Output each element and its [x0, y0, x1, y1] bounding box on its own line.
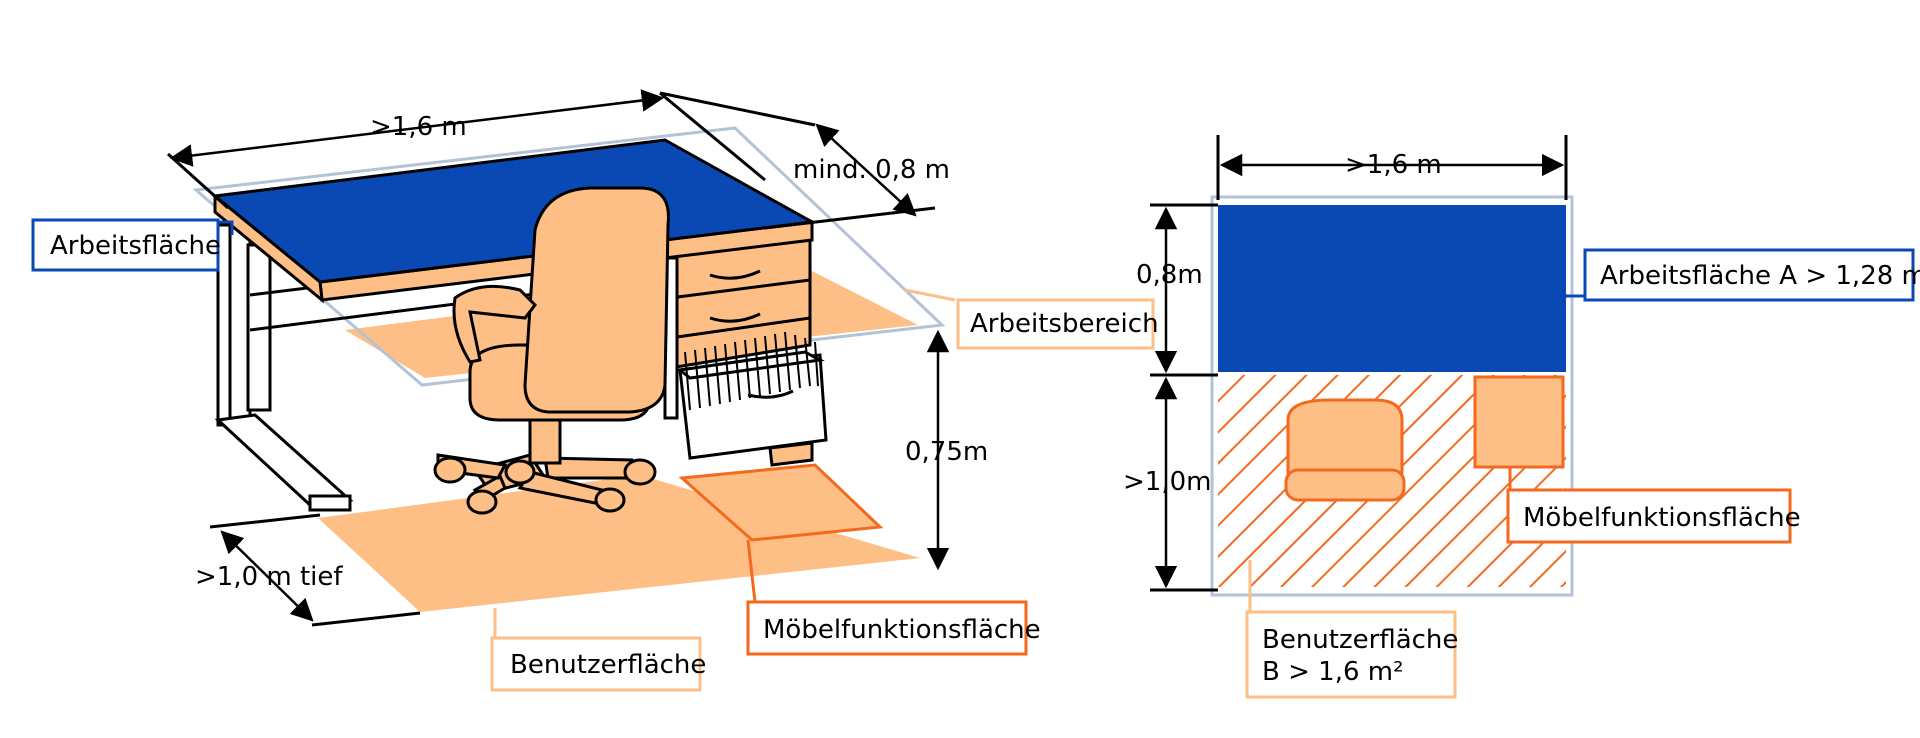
dim-width-label: >1,6 m [370, 112, 467, 142]
furniture-area-floor [678, 463, 884, 542]
plan-dim-width-label: >1,6 m [1345, 150, 1442, 180]
leader-work-surface [218, 220, 234, 235]
plan-label-user-area-1: Benutzerfläche [1262, 625, 1458, 655]
plan-desk [1218, 205, 1566, 372]
plan-label-box-work-surface [1583, 248, 1915, 302]
label-work-area: Arbeitsbereich [970, 309, 1159, 339]
leader-user-area [493, 608, 500, 642]
dim-width-line [169, 89, 665, 167]
plan-outline [1210, 195, 1574, 597]
leader-work-area [904, 288, 956, 302]
drawer-pedestal [663, 236, 828, 467]
dim-user-depth-label: >1,0 m tief [195, 562, 343, 592]
dim-height-label: 0,75m [905, 437, 988, 467]
leader-furniture-area [746, 539, 757, 603]
label-user-area: Benutzerfläche [510, 650, 706, 680]
plan-label-user-area-2: B > 1,6 m² [1262, 657, 1404, 687]
desk-frame [214, 223, 741, 512]
dim-depth-extension-top [659, 91, 816, 127]
plan-label-work-surface: Arbeitsfläche A > 1,28 m² [1600, 261, 1920, 291]
plan-chair [1284, 398, 1406, 502]
plan-dim-desk-label: 0,8m [1136, 260, 1203, 290]
user-area-floor [318, 475, 920, 612]
dim-width-extension-right [659, 91, 766, 182]
plan-label-box-user-area [1245, 610, 1457, 699]
label-box-work-surface [31, 218, 220, 272]
dim-depth-line [815, 123, 917, 217]
plan-label-box-furniture [1506, 488, 1792, 544]
right-view: >1,6 m 0,8m >1,0m Arbeitsfläche A > 1,28… [1123, 135, 1920, 699]
plan-label-furniture: Möbelfunktionsfläche [1523, 503, 1801, 533]
label-work-surface: Arbeitsfläche [50, 231, 221, 261]
plan-furniture-area [1473, 375, 1565, 469]
plan-dim-user-label: >1,0m [1123, 467, 1211, 497]
dim-width-extension-left [166, 152, 230, 210]
label-furniture-area: Möbelfunktionsfläche [763, 615, 1041, 645]
dim-user-depth-line [220, 530, 314, 622]
dim-user-extension-top [209, 513, 321, 529]
left-view: >1,6 m mind. 0,8 m 0,75m >1,0 m tief Arb… [31, 89, 1159, 692]
plan-leader-work-surface [1566, 250, 1587, 298]
office-chair [433, 186, 670, 515]
label-box-furniture-area [746, 600, 1028, 656]
label-box-work-area [956, 298, 1155, 350]
dim-depth-label: mind. 0,8 m [793, 155, 950, 185]
dim-user-extension-bottom [311, 611, 421, 627]
label-box-user-area [490, 636, 702, 692]
